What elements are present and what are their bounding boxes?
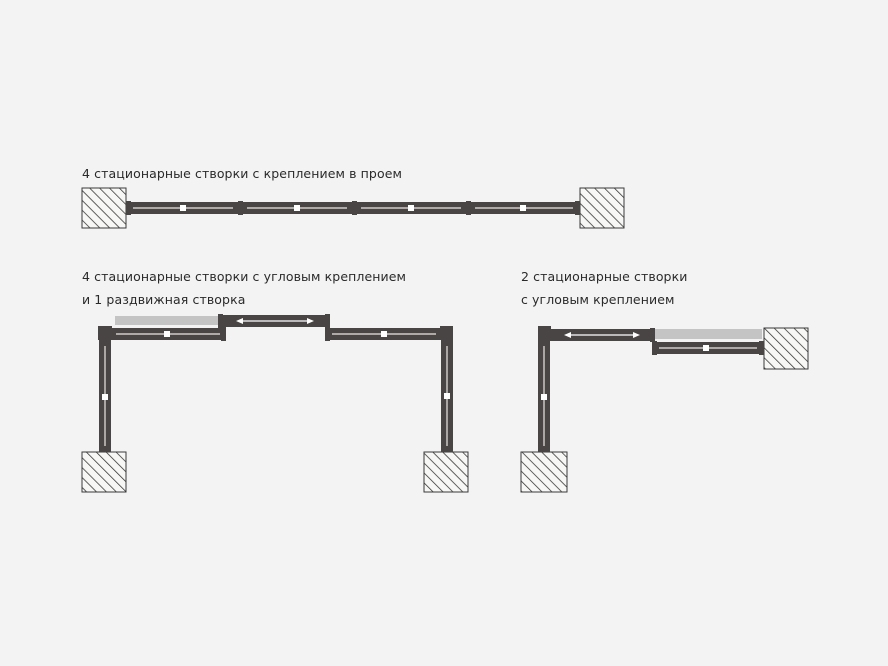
fixed-panel-horizontal — [652, 341, 764, 355]
wall-block-right — [423, 451, 469, 493]
arrow-left-icon — [236, 318, 243, 324]
fixed-panel — [352, 201, 468, 215]
wall-block-right — [763, 327, 809, 370]
caption-four-fixed-in-opening: 4 стационарные створки с креплением в пр… — [82, 166, 403, 181]
corner-post-left — [98, 326, 112, 340]
sliding-track — [115, 316, 221, 325]
fixed-panel-vertical-right — [441, 336, 453, 452]
sliding-panel — [218, 314, 330, 328]
caption-two-fixed-corner-line-1: 2 стационарные створки — [521, 269, 688, 284]
caption-four-fixed-corner-line-1: 4 стационарные створки с угловым креплен… — [82, 269, 407, 284]
fixed-panel — [126, 201, 240, 215]
fixed-panel-vertical — [538, 333, 550, 452]
arrow-left-icon — [564, 332, 571, 338]
caption-two-fixed-corner-line-2: с угловым креплением — [521, 292, 675, 307]
fixed-panel — [238, 201, 354, 215]
sliding-track — [655, 329, 762, 339]
wall-block-bottom — [520, 451, 568, 493]
diagram-two-fixed-corner — [520, 326, 809, 493]
diagram-four-fixed-corner-one-sliding — [81, 314, 469, 493]
wall-block-left — [81, 451, 127, 493]
fixed-panel — [466, 201, 580, 215]
fixed-panel-vertical-left — [98, 326, 111, 452]
sliding-panel — [547, 328, 655, 342]
diagram-four-fixed-in-opening — [81, 187, 625, 229]
wall-block-right — [579, 187, 625, 229]
fixed-panel-top-left — [109, 327, 226, 341]
arrow-right-icon — [307, 318, 314, 324]
arrow-right-icon — [633, 332, 640, 338]
caption-four-fixed-corner-line-2: и 1 раздвижная створка — [82, 292, 246, 307]
wall-block-left — [81, 187, 127, 229]
fixed-panel-top-right — [325, 327, 451, 341]
